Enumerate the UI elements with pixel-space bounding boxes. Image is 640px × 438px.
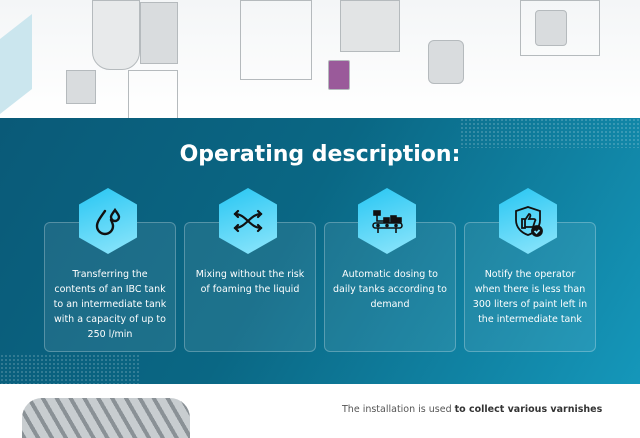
dot-pattern: [460, 118, 640, 148]
mixing-tank: [340, 0, 400, 52]
feature-text: Transferring the contents of an IBC tank…: [53, 269, 167, 340]
pump-rack: [240, 0, 312, 80]
installation-photo: [22, 398, 190, 438]
daily-tank: [428, 40, 464, 84]
pump-unit: [66, 70, 96, 104]
feature-text: Notify the operator when there is less t…: [472, 269, 588, 325]
dot-pattern: [0, 354, 140, 384]
pump-frame: [128, 70, 178, 118]
paint-bucket: [328, 60, 350, 90]
operating-description-section: Operating description: Transferring the …: [0, 118, 640, 384]
installation-render-image: [0, 0, 640, 118]
ibc-tank: [92, 0, 140, 70]
description-highlight: to collect various varnishes: [454, 404, 603, 415]
description-text: The installation is used to collect vari…: [342, 404, 602, 415]
trolley-tank: [535, 10, 567, 46]
feature-text: Automatic dosing to daily tanks accordin…: [333, 269, 447, 310]
description-prefix: The installation is used: [342, 404, 455, 415]
pump-trolley: [520, 0, 600, 56]
control-cabinet: [140, 2, 178, 64]
feature-text: Mixing without the risk of foaming the l…: [195, 269, 305, 295]
decorative-shape: [0, 14, 32, 114]
section-title: Operating description:: [179, 142, 461, 167]
